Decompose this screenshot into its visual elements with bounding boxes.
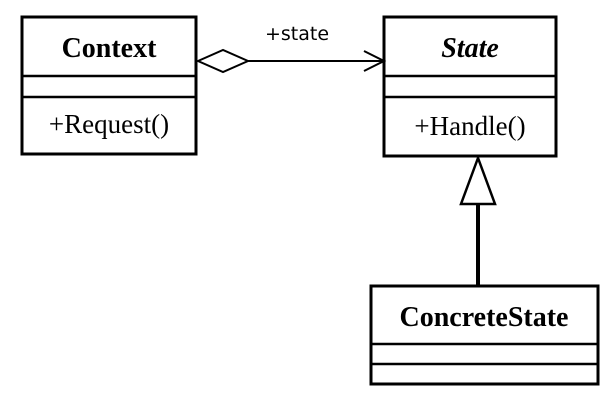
- class-concrete-state[interactable]: ConcreteState: [369, 284, 600, 386]
- class-context-operation: +Request(): [49, 109, 169, 139]
- inheritance-triangle-icon: [459, 154, 497, 206]
- class-state-name: State: [441, 33, 499, 64]
- navigability-arrow-icon: [363, 50, 387, 72]
- class-context-name: Context: [62, 33, 158, 64]
- class-state-operation: +Handle(): [414, 111, 525, 141]
- association-context-state[interactable]: +state: [195, 23, 387, 74]
- association-role-label: +state: [265, 23, 329, 45]
- class-concrete-state-name: ConcreteState: [400, 302, 569, 333]
- class-context[interactable]: Context +Request(): [20, 15, 198, 156]
- generalization-concrete-state-state[interactable]: [459, 154, 497, 286]
- class-context-box: [20, 15, 198, 156]
- class-state-box: [382, 15, 558, 158]
- class-state[interactable]: State +Handle(): [382, 15, 558, 158]
- aggregation-diamond-icon: [195, 48, 251, 74]
- class-concrete-state-box: [369, 284, 600, 386]
